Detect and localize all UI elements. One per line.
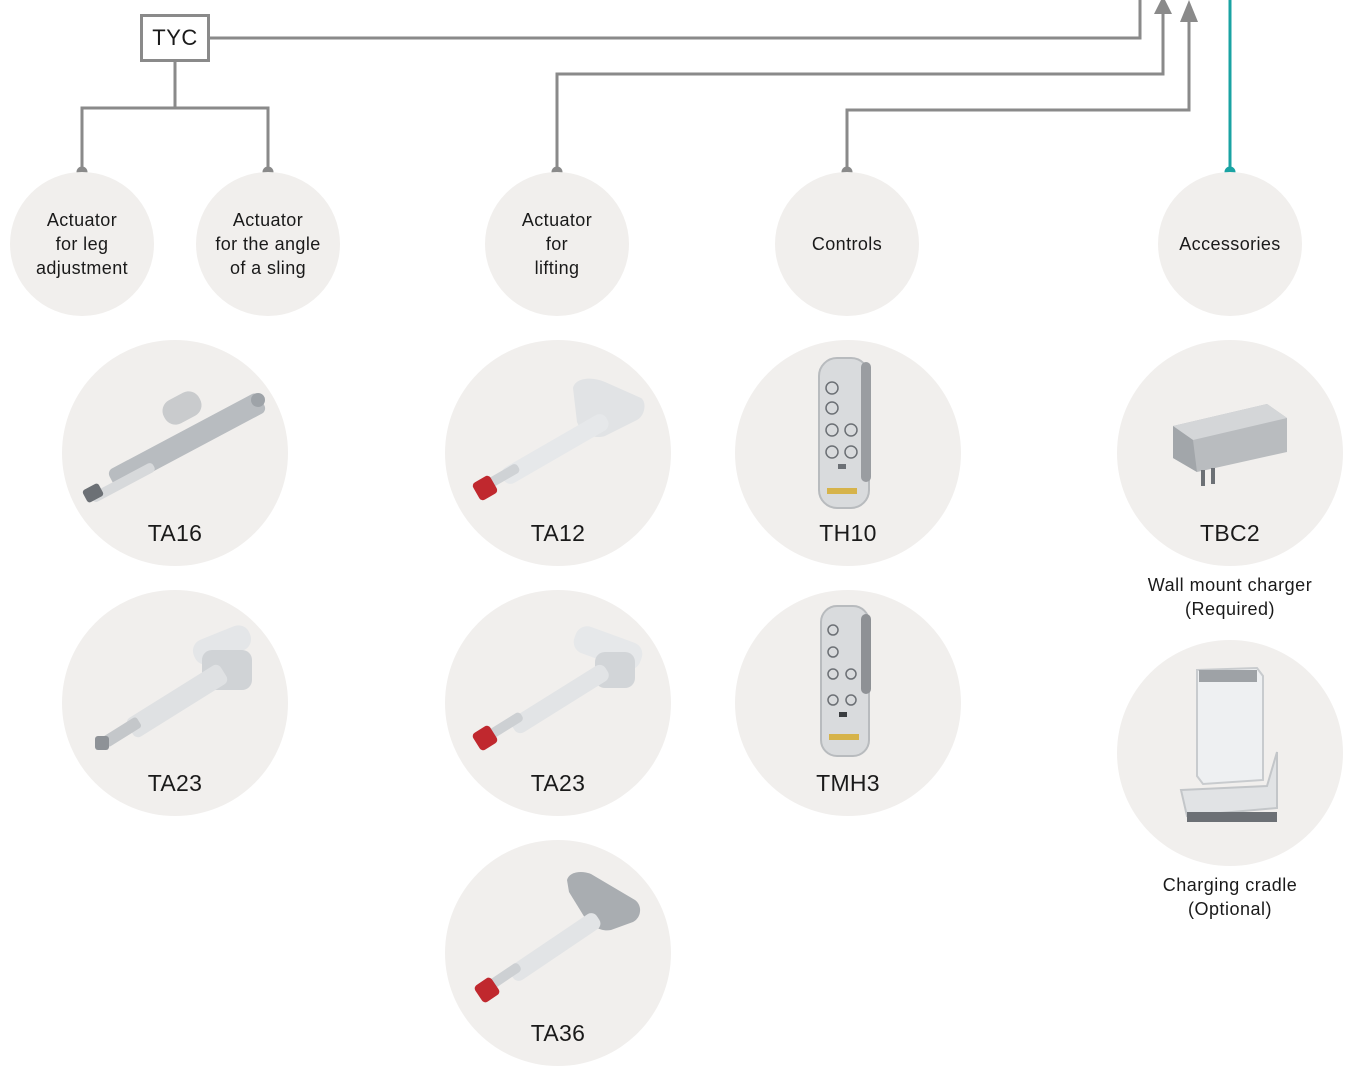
model-label: TA23 [530, 770, 586, 796]
category-lifting: Actuator for lifting [485, 172, 629, 316]
arrow-up-icon [1154, 0, 1172, 14]
product-ta23-left: TA23 [62, 590, 288, 816]
model-label: TA23 [147, 770, 203, 796]
product-tmh3: TMH3 [735, 590, 961, 816]
product-ta16: TA16 [62, 340, 288, 566]
linear-actuator-image [95, 625, 252, 750]
cradle-caption: Charging cradle (Optional) [1162, 875, 1298, 919]
category-controls: Controls [775, 172, 919, 316]
arrow-up-icon [1180, 0, 1198, 22]
model-label: TH10 [819, 520, 877, 546]
category-sling-angle: Actuator for the angle of a sling [196, 172, 340, 316]
model-label: TA16 [147, 520, 203, 546]
model-label: TA36 [530, 1020, 586, 1046]
charging-cradle-image [1179, 666, 1278, 822]
linear-actuator-image [472, 626, 643, 751]
lifting-connector-line [555, 10, 1165, 172]
category-leg-adjustment: Actuator for leg adjustment [10, 172, 154, 316]
product-tbc2: TBC2 [1117, 340, 1343, 566]
tyc-connector-line [210, 0, 1142, 40]
model-label: TBC2 [1200, 520, 1260, 546]
model-label: TA12 [530, 520, 586, 546]
product-ta12: TA12 [445, 340, 671, 566]
handset-remote-image [818, 357, 871, 509]
linear-actuator-image [474, 872, 641, 1003]
controls-connector-line [845, 10, 1191, 172]
product-ta36: TA36 [445, 840, 671, 1066]
linear-actuator-image [82, 391, 266, 503]
leg-branch-line [80, 106, 270, 172]
category-accessories: Accessories [1158, 172, 1302, 316]
product-ta23-mid: TA23 [445, 590, 671, 816]
model-label: TMH3 [816, 770, 880, 796]
handset-remote-image [820, 605, 871, 757]
wall-charger-image [1173, 404, 1287, 486]
product-charging-cradle [1117, 640, 1343, 866]
charger-caption: Wall mount charger (Required) [1147, 575, 1313, 619]
tyc-box: TYC [140, 14, 210, 62]
linear-actuator-image [472, 378, 645, 501]
product-th10: TH10 [735, 340, 961, 566]
